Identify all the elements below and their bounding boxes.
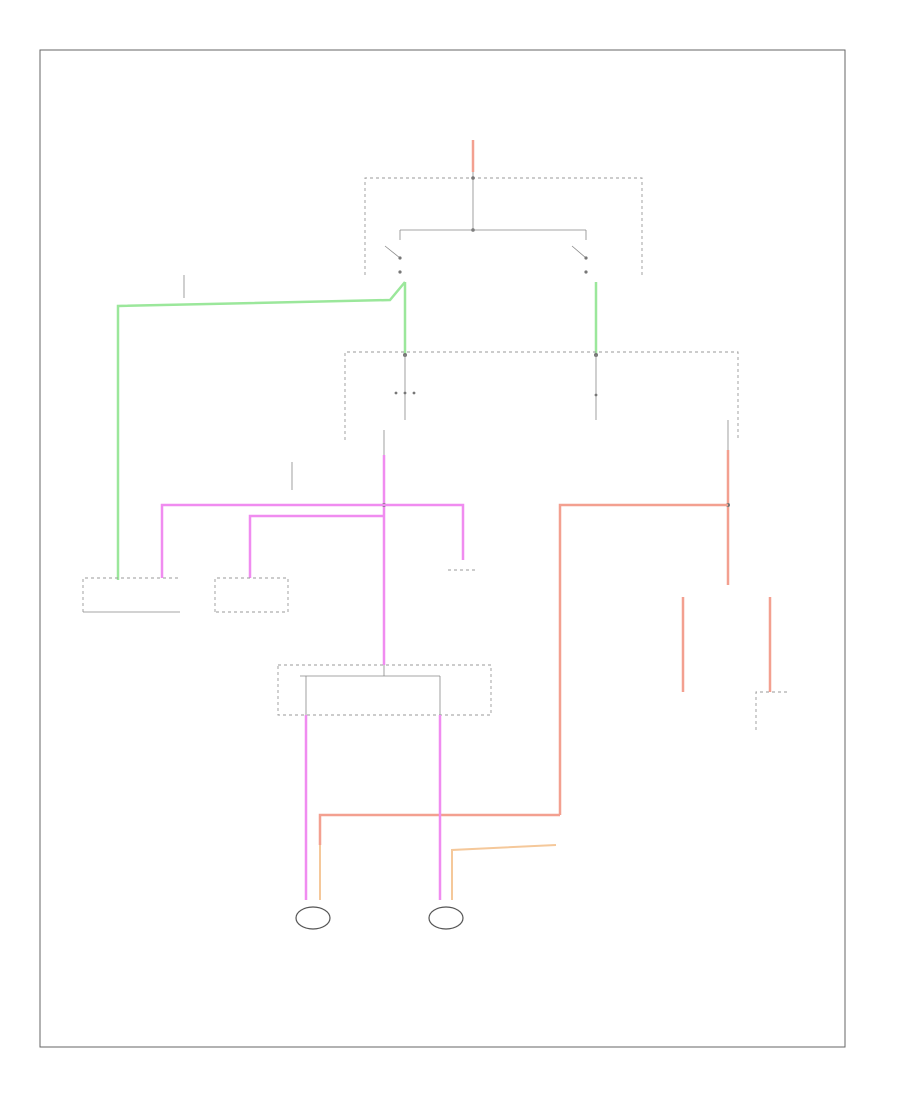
- red-wire-left-headlamp: [318, 813, 560, 845]
- pink-wire-module: [248, 514, 384, 578]
- left-switch-blade: [384, 245, 401, 259]
- right-headlamp: [428, 906, 464, 930]
- center-module-outline: [214, 577, 289, 613]
- circle-element: [403, 391, 407, 395]
- right-switch-blade: [571, 245, 587, 259]
- control-box-outline: [344, 351, 739, 440]
- switch-box: [364, 172, 643, 275]
- circle-element: [584, 256, 588, 260]
- control-box: [344, 351, 739, 440]
- green-wire-left: [116, 281, 406, 580]
- pink-circuit: [160, 430, 478, 665]
- circle-element: [394, 391, 398, 395]
- red-circuit: [318, 420, 790, 845]
- right-headlamp-icon: [428, 906, 464, 930]
- orange-wire-right-headlamp: [451, 844, 557, 900]
- diagram-frame: [39, 49, 846, 1048]
- left-headlamp-icon: [295, 906, 331, 930]
- circle-element: [594, 393, 598, 397]
- switch-box-outline: [364, 177, 643, 275]
- left-module-outline: [82, 577, 180, 612]
- red-wire-long: [558, 503, 728, 815]
- pink-wire-left: [160, 503, 384, 578]
- center-module: [214, 577, 289, 613]
- relay-box-outline: [277, 664, 492, 716]
- relay-box: [277, 664, 492, 716]
- circle-element: [412, 391, 416, 395]
- left-headlamp: [295, 906, 331, 930]
- circle-element: [584, 270, 588, 274]
- headlamp-feeds: [304, 715, 557, 900]
- left-module: [82, 577, 180, 613]
- circle-element: [398, 270, 402, 274]
- circle-element: [471, 176, 475, 180]
- comp-b-outline: [755, 691, 790, 730]
- green-circuit: [116, 275, 598, 580]
- pink-wire-right: [384, 503, 465, 560]
- circle-element: [398, 256, 402, 260]
